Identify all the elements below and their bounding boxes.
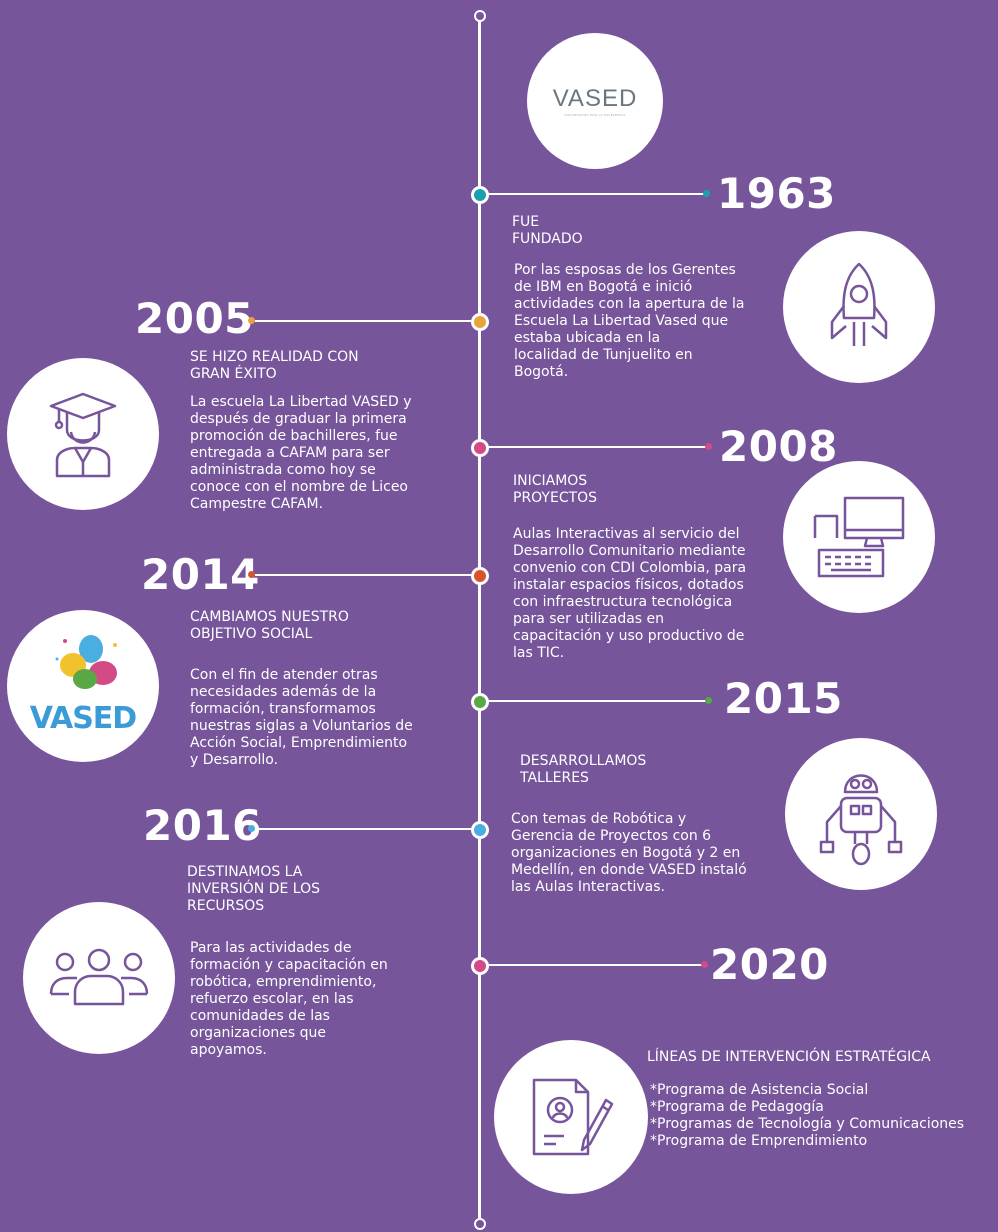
connector-dot-2008 <box>705 443 712 450</box>
timeline-node-2015 <box>471 693 489 711</box>
connector-dot-2015 <box>705 697 712 704</box>
year-2015: 2015 <box>724 674 843 723</box>
connector-2015 <box>487 700 707 702</box>
program-item: *Programas de Tecnología y Comunicacione… <box>650 1116 965 1132</box>
connector-dot-2016 <box>248 825 255 832</box>
year-2016: 2016 <box>143 801 262 850</box>
vased-logo-text: VASED <box>552 85 638 112</box>
people-circle <box>23 902 175 1054</box>
people-group-icon <box>49 948 149 1006</box>
graduate-icon <box>49 392 117 478</box>
connector-dot-1963 <box>703 190 710 197</box>
timeline-node-2005 <box>471 313 489 331</box>
year-2005: 2005 <box>135 294 254 343</box>
computer-circle <box>783 461 935 613</box>
timeline-node-2008 <box>471 439 489 457</box>
heading-2020: LÍNEAS DE INTERVENCIÓN ESTRATÉGICA <box>647 1049 931 1065</box>
vased-logo-circle: VASED VOLUNTARIOS POR LA EXCELENCIA <box>527 33 663 169</box>
timeline-spine <box>478 16 481 1219</box>
timeline-start-dot <box>474 10 486 22</box>
connector-1963 <box>487 193 705 195</box>
program-item: *Programa de Pedagogía <box>650 1099 824 1115</box>
year-1963: 1963 <box>717 169 836 218</box>
timeline-node-1963 <box>471 186 489 204</box>
timeline-node-2014 <box>471 567 489 585</box>
computer-icon <box>813 496 905 578</box>
year-2020: 2020 <box>710 940 829 989</box>
timeline-node-2020 <box>471 957 489 975</box>
text-2020: *Programa de Asistencia Social *Programa… <box>650 1082 995 1150</box>
vased-hands-circle: VASED <box>7 610 159 762</box>
document-pen-icon <box>532 1078 614 1156</box>
timeline-end-dot <box>474 1218 486 1230</box>
year-2014: 2014 <box>141 550 260 599</box>
rocket-icon <box>830 262 888 346</box>
connector-2014 <box>255 574 473 576</box>
vased-color-logo-text: VASED <box>29 701 137 736</box>
vased-logo-tagline: VOLUNTARIOS POR LA EXCELENCIA <box>564 113 626 117</box>
document-circle <box>494 1040 648 1194</box>
robot-circle <box>785 738 937 890</box>
connector-dot-2020 <box>701 961 708 968</box>
colorful-hands-icon <box>55 635 117 689</box>
connector-dot-2005 <box>248 317 255 324</box>
graduate-circle <box>7 358 159 510</box>
program-item: *Programa de Asistencia Social <box>650 1082 869 1098</box>
connector-2016 <box>255 828 473 830</box>
rocket-circle <box>783 231 935 383</box>
program-item: *Programa de Emprendimiento <box>650 1133 868 1149</box>
connector-2008 <box>487 446 707 448</box>
year-2008: 2008 <box>719 422 838 471</box>
timeline-node-2016 <box>471 821 489 839</box>
connector-dot-2014 <box>248 571 255 578</box>
connector-2020 <box>487 964 703 966</box>
connector-2005 <box>255 320 473 322</box>
robot-icon <box>819 774 903 866</box>
